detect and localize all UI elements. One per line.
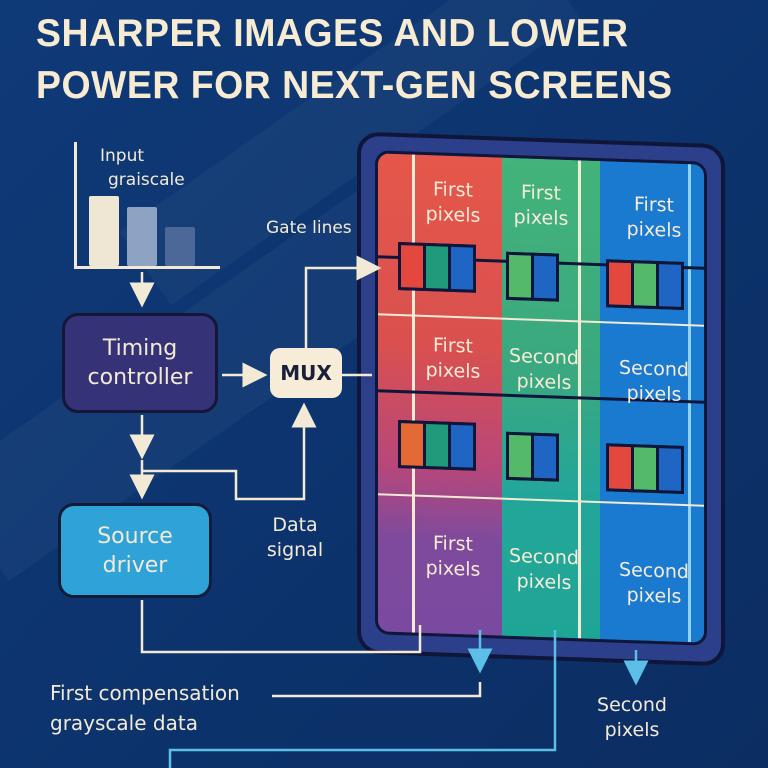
gate-lines-label: Gate lines <box>266 218 352 238</box>
title-line-2: POWER FOR NEXT-GEN SCREENS <box>36 64 673 107</box>
compensation-leader-line <box>272 682 482 698</box>
timing-controller-block: Timing controller <box>62 313 218 413</box>
mux-block: MUX <box>270 348 342 398</box>
second-pixels-output-label: Second pixels <box>597 694 667 741</box>
title-line-1: SHARPER IMAGES AND LOWER <box>36 12 629 55</box>
source-driver-block: Source driver <box>58 503 212 598</box>
feedback-line <box>168 630 557 768</box>
compensation-data-label: First compensation grayscale data <box>50 681 240 735</box>
grayscale-bar <box>89 196 119 266</box>
chart-x-axis <box>74 266 220 269</box>
input-grayscale-label: Input graiscale <box>100 146 185 190</box>
data-signal-label: Data signal <box>266 514 324 561</box>
chart-y-axis <box>74 142 77 268</box>
page-title: SHARPER IMAGES AND LOWER POWER FOR NEXT-… <box>36 8 727 112</box>
grayscale-bar <box>127 207 157 266</box>
gate-line-connector <box>304 255 382 348</box>
input-grayscale-chart: Input graiscale <box>74 142 224 270</box>
source-to-compensation-line <box>140 600 422 654</box>
grayscale-bar <box>165 227 195 266</box>
data-signal-line <box>142 402 317 501</box>
